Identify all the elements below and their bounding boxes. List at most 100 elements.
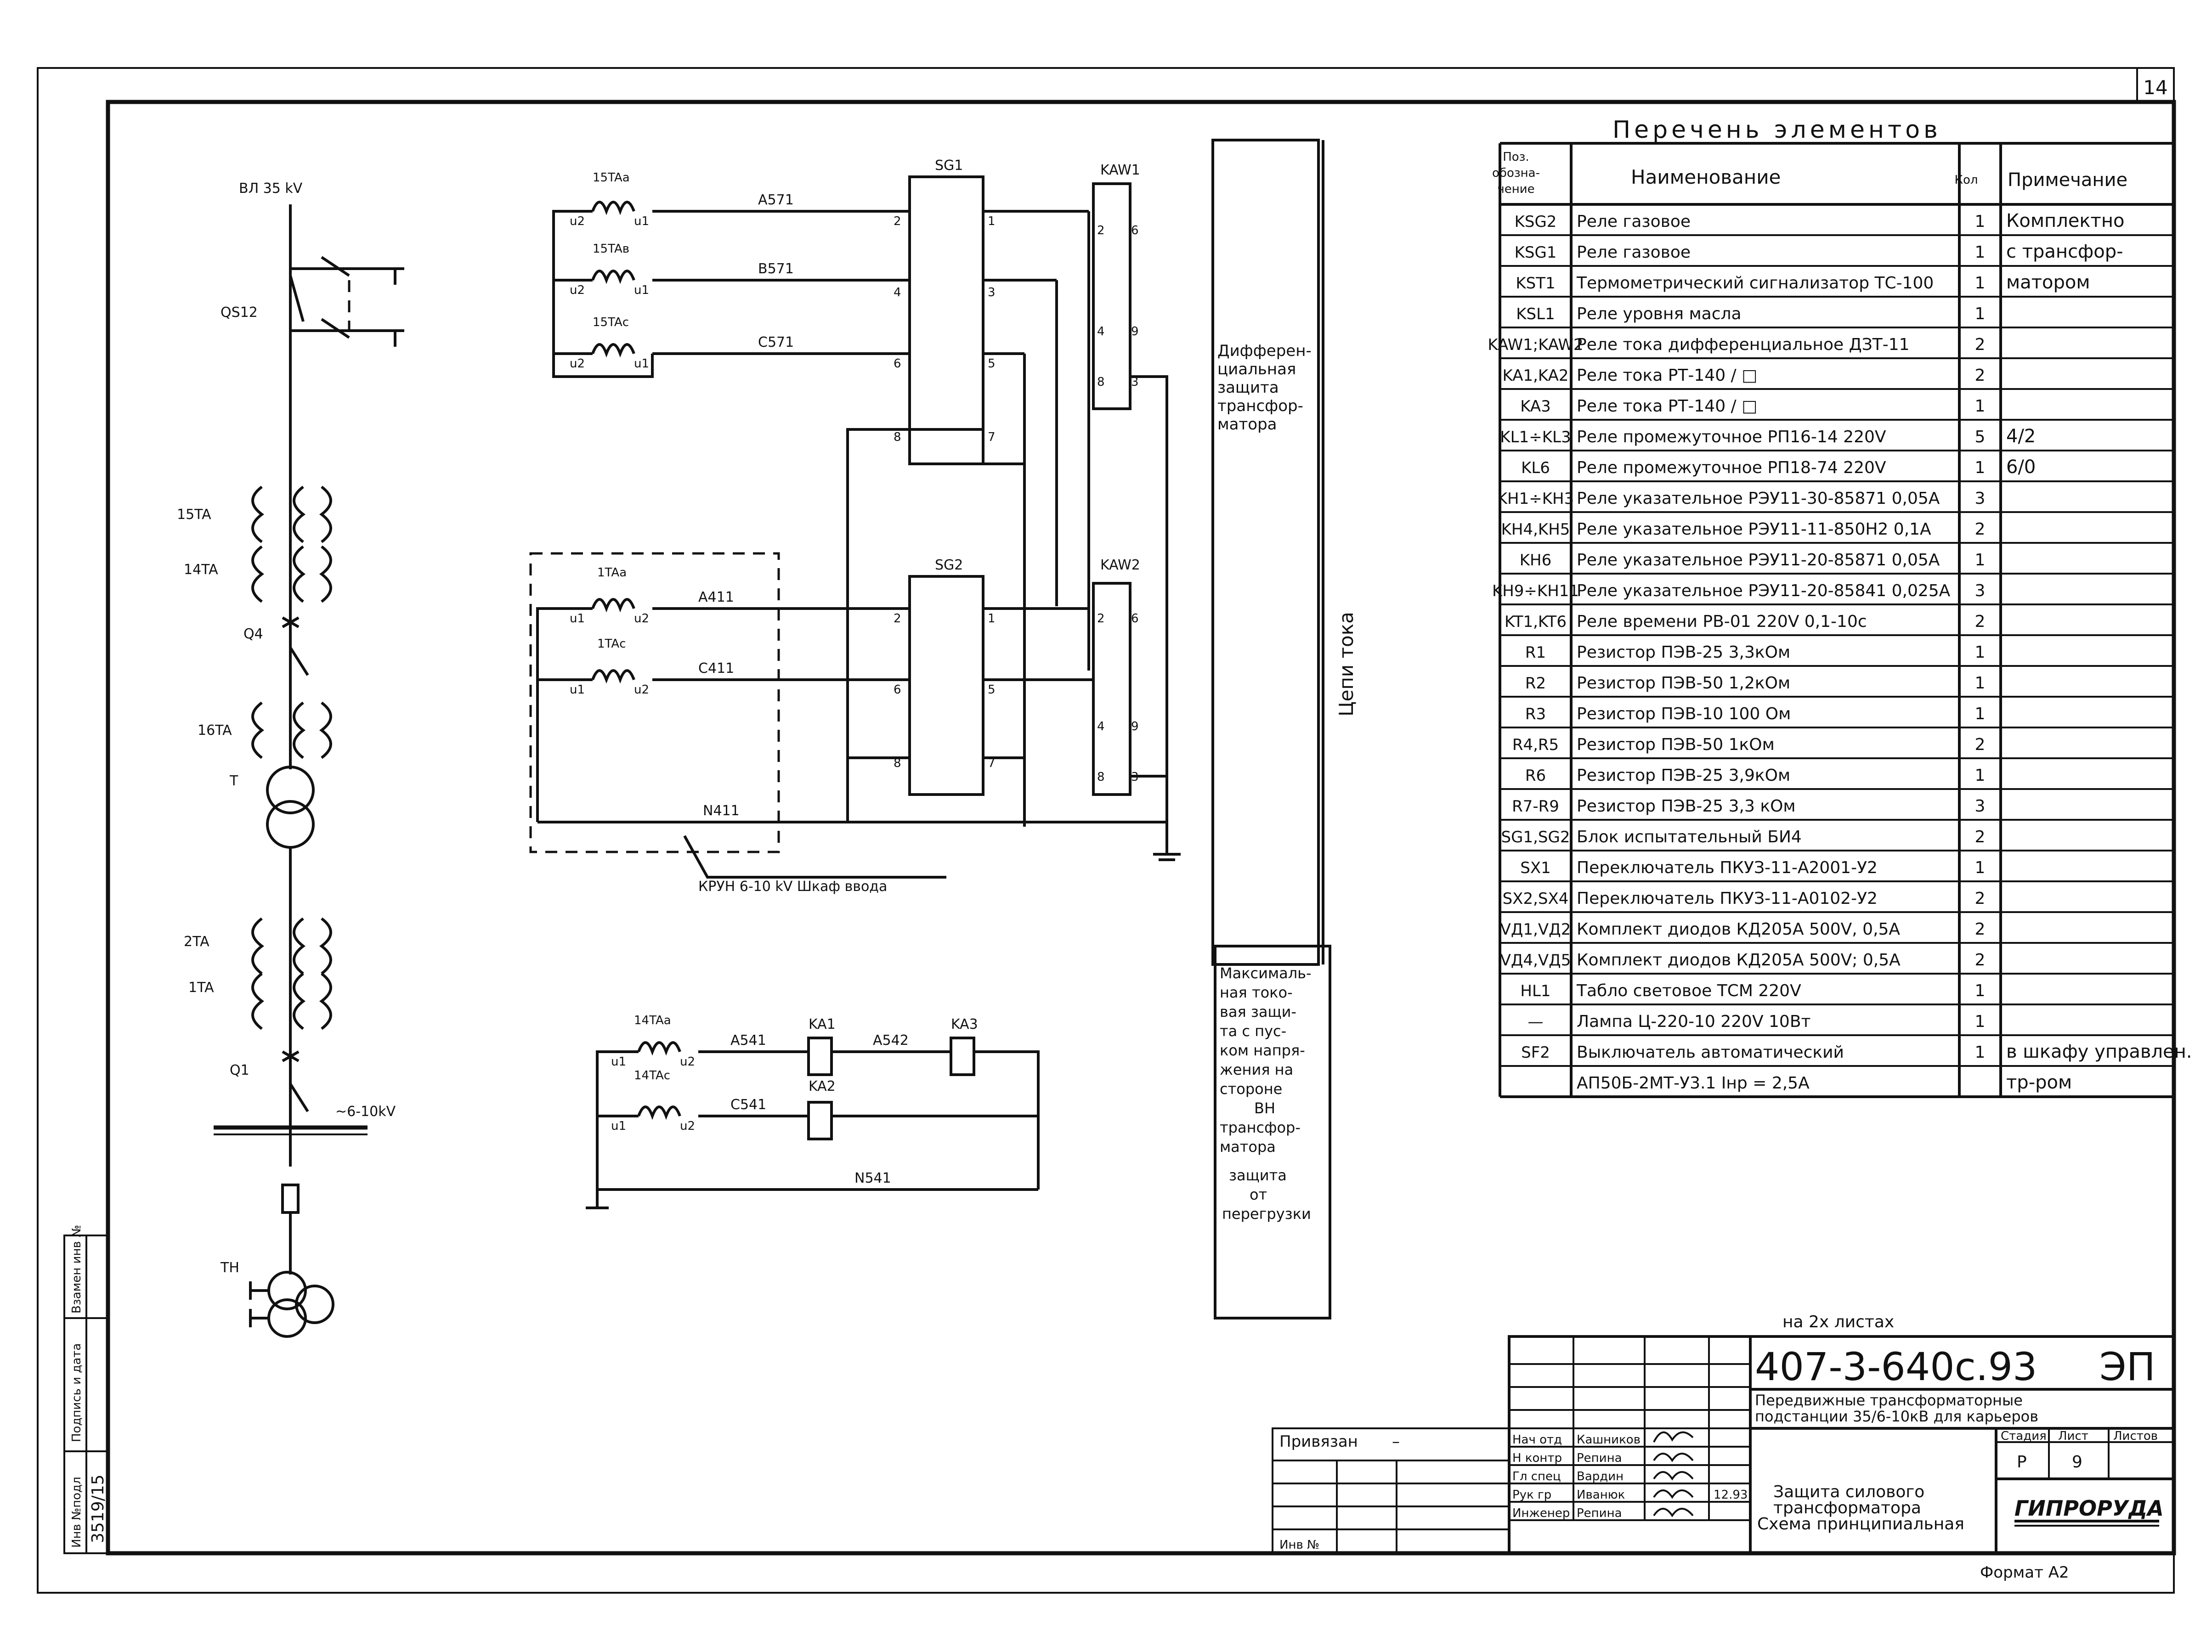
max-label-6: жения на — [1220, 1061, 1293, 1078]
table-cell-pos: KH1÷KH3 — [1497, 490, 1574, 508]
max-label-8: ВН — [1254, 1099, 1275, 1117]
stamp-inv-podl: Инв №подл — [70, 1477, 84, 1548]
cabinet-label: КРУН 6-10 kV Шкаф ввода — [698, 879, 887, 895]
stage-header: Стадия — [2001, 1429, 2047, 1443]
kaw1-term-3: 3 — [1131, 375, 1139, 389]
bus-label: ~6-10kV — [335, 1104, 396, 1120]
role-1: Нач отд — [1512, 1433, 1562, 1447]
table-cell-name: Блок испытательный БИ4 — [1577, 828, 1802, 846]
sheets-note: на 2х листах — [1782, 1313, 1894, 1331]
col-header-name: Наименование — [1631, 166, 1781, 188]
table-cell-pos: SX2,SX4 — [1503, 890, 1569, 908]
kaw2-term-6: 6 — [1131, 612, 1139, 626]
ct-15c-u2: u2 — [570, 357, 585, 371]
table-cell-qty: 2 — [1975, 735, 1986, 754]
table-cell-note: 4/2 — [2006, 426, 2036, 447]
table-cell-note: Комплектно — [2006, 210, 2124, 231]
ct-1a-label: 1TAa — [597, 566, 627, 580]
inv-label: Инв № — [1279, 1538, 1319, 1552]
ct-14c-u1: u1 — [611, 1119, 626, 1133]
sg1-term-2: 2 — [894, 214, 901, 228]
table-cell-name: Реле уровня масла — [1577, 304, 1742, 323]
relay-ka3 — [950, 1037, 975, 1076]
wire-b571: B571 — [758, 261, 794, 277]
doc-title-2: трансформатора — [1773, 1499, 1921, 1517]
cabinet-krun — [529, 552, 780, 853]
kaw1-label: KAW1 — [1100, 162, 1140, 178]
sg2-label: SG2 — [935, 557, 963, 573]
table-cell-pos: HL1 — [1520, 982, 1550, 1000]
max-label-3: вая защи- — [1220, 1003, 1296, 1021]
table-cell-pos: KT1,KT6 — [1505, 613, 1567, 631]
stamp-podpis: Подпись и дата — [70, 1343, 84, 1442]
col-header-note: Примечание — [2008, 169, 2127, 191]
sg1-term-4: 4 — [894, 286, 901, 299]
table-cell-pos: R7-R9 — [1512, 797, 1559, 816]
table-cell-pos: VД1,VД2 — [1500, 920, 1571, 939]
doc-mark: ЭП — [2099, 1344, 2155, 1389]
table-cell-qty: 1 — [1975, 705, 1986, 723]
wire-c571: C571 — [758, 334, 794, 350]
role-3: Гл спец — [1512, 1470, 1561, 1483]
sg2-term-6: 6 — [894, 683, 901, 697]
table-cell-qty: 2 — [1975, 828, 1986, 846]
role-2: Н контр — [1512, 1451, 1562, 1465]
side-panel-max: Максималь- ная токо- вая защи- та с пус-… — [1214, 945, 1331, 1319]
max-label-4: та с пус- — [1220, 1022, 1286, 1040]
circuit-label: Цепи тока — [1335, 612, 1358, 716]
table-cell-pos: R6 — [1525, 767, 1546, 785]
table-cell-name: Выключатель автоматический — [1577, 1043, 1844, 1062]
table-cell-pos: KA3 — [1520, 397, 1551, 416]
wire-c411: C411 — [698, 660, 734, 677]
name-2: Репина — [1577, 1451, 1622, 1465]
ct-15c-u1: u1 — [634, 357, 649, 371]
project-line-1: Передвижные трансформаторные — [1755, 1392, 2023, 1409]
signature-3 — [1653, 1471, 1694, 1481]
table-cell-pos: KSG1 — [1515, 243, 1557, 262]
title-block: на 2х листах 407-3-640с.93 ЭП Передвижны… — [1272, 1313, 2175, 1582]
role-4: Рук гр — [1512, 1488, 1551, 1502]
signature-2 — [1653, 1453, 1694, 1462]
table-cell-pos: R3 — [1525, 705, 1546, 723]
col-header-pos-3: чение — [1497, 182, 1534, 196]
kaw2-term-4: 4 — [1097, 720, 1105, 733]
diff-label-1: Дифферен- — [1217, 342, 1312, 360]
q4-label: Q4 — [243, 626, 263, 642]
wire-a542: A542 — [873, 1032, 909, 1049]
ct-15a-u1: u1 — [634, 214, 649, 228]
table-cell-name: Реле времени РВ-01 220V 0,1-10с — [1577, 612, 1867, 631]
table-cell-pos: R1 — [1525, 643, 1546, 662]
role-5: Инженер — [1512, 1506, 1570, 1520]
max-label-12: от — [1250, 1186, 1267, 1203]
date-note: 12.93 — [1714, 1488, 1748, 1502]
table-cell-name: Реле указательное РЭУ11-11-850Н2 0,1А — [1577, 520, 1931, 539]
q1-label: Q1 — [230, 1062, 249, 1078]
elements-list: Перечень элементов Поз. обозна- чение На… — [1488, 116, 2192, 1098]
sg2-term-5: 5 — [988, 683, 996, 697]
sg2-term-2: 2 — [894, 612, 901, 626]
test-block-sg1 — [908, 175, 984, 465]
ct-1a-u2: u2 — [634, 612, 649, 626]
table-cell-name: Табло световое ТСМ 220V — [1576, 981, 1801, 1000]
table-cell-pos: VД4,VД5 — [1500, 951, 1571, 970]
name-1: Кашников — [1577, 1433, 1641, 1447]
voltage-transformer-w2 — [267, 1298, 307, 1338]
table-cell-pos: KA1,KA2 — [1503, 366, 1569, 385]
sg1-term-7: 7 — [988, 430, 996, 444]
ka3-label: KA3 — [951, 1016, 978, 1032]
table-cell-note: тр-ром — [2006, 1072, 2072, 1093]
table-cell-qty: 1 — [1975, 397, 1986, 416]
table-cell-qty: 1 — [1975, 551, 1986, 569]
sg1-term-1: 1 — [988, 214, 996, 228]
table-cell-qty: 1 — [1975, 674, 1986, 693]
line-label: ВЛ 35 kV — [239, 180, 303, 197]
diff-label-2: циальная — [1217, 360, 1296, 378]
max-label-9: трансфор- — [1220, 1119, 1301, 1136]
table-cell-qty: 1 — [1975, 458, 1986, 477]
qs-label: QS12 — [221, 304, 258, 321]
kaw1-term-2: 2 — [1097, 224, 1105, 237]
differential-protection-circuit: 15TAa 15TAв 15TAс u2 u1 u2 u1 u2 u1 A571… — [529, 158, 1181, 895]
table-cell-name: Резистор ПЭВ-50 1,2кОм — [1577, 674, 1790, 693]
ct-15b-u2: u2 — [570, 283, 585, 297]
table-cell-qty: 2 — [1975, 520, 1986, 539]
